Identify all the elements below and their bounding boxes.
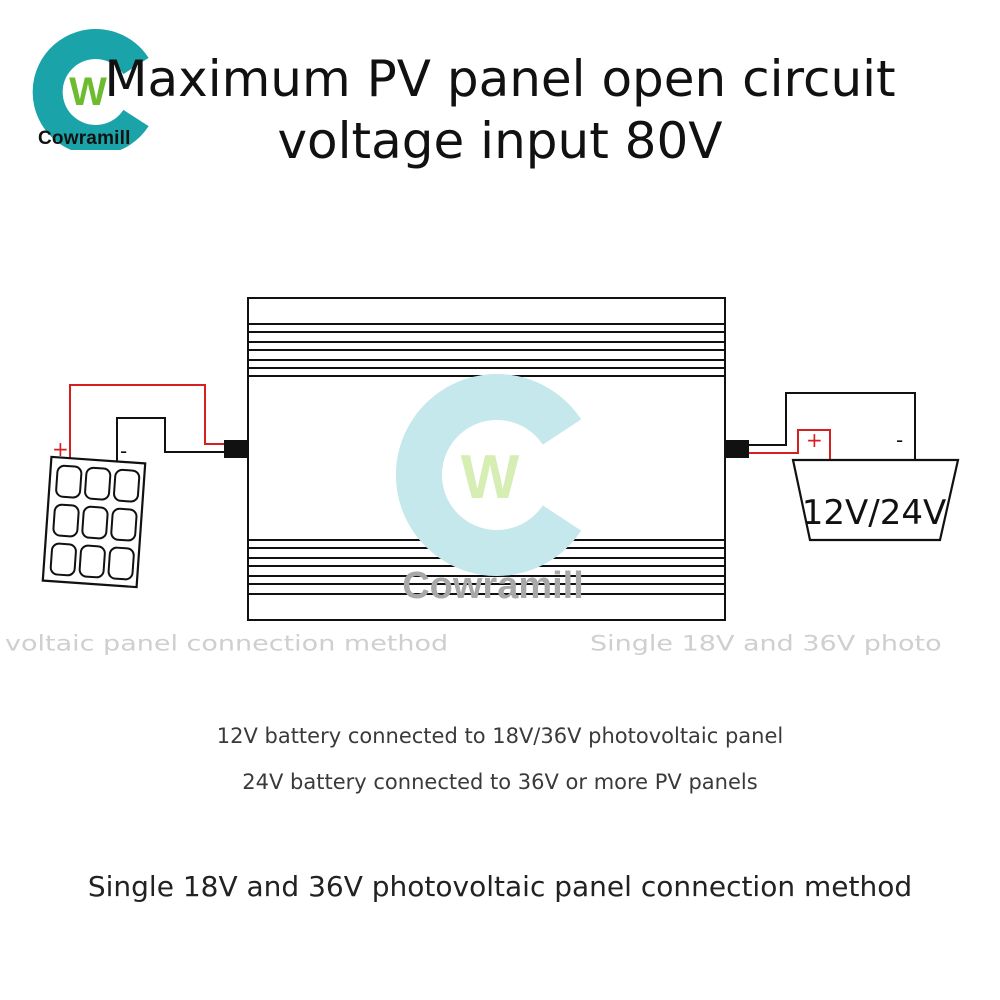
pv-positive-wire [69, 384, 224, 462]
brand-logo: W [32, 29, 149, 150]
connection-method-caption: Single 18V and 36V photovoltaic panel co… [87, 870, 913, 903]
note-24v: 24V battery connected to 36V or more PV … [242, 770, 758, 794]
logo-monogram: W [69, 70, 107, 114]
pv-input-connector [224, 440, 248, 458]
battery-positive-wire [749, 429, 831, 460]
note-12v: 12V battery connected to 18V/36V photovo… [216, 724, 784, 748]
watermark-logo: W [396, 374, 582, 576]
title-line-2: voltage input 80V [277, 112, 723, 170]
title-line-1: Maximum PV panel open circuit [104, 50, 896, 108]
panel-negative-label: - [120, 439, 127, 463]
wiring-diagram: + - + - 12V/24V W Cowramill [41, 297, 960, 621]
pv-negative-wire [116, 417, 224, 462]
battery-negative-wire [749, 392, 916, 460]
battery-negative-label: - [896, 428, 903, 452]
logo-ring [32, 29, 149, 150]
panel-positive-label: + [52, 437, 69, 461]
page-title: Maximum PV panel open circuit voltage in… [100, 48, 900, 172]
battery-output-connector [725, 440, 749, 458]
logo-brand-name: Cowramill [38, 128, 131, 149]
ghost-text-right: Single 18V and 36V photo [590, 631, 942, 656]
battery-icon [791, 458, 960, 542]
svg-text:W: W [461, 443, 520, 512]
ghost-text-left: voltaic panel connection method [5, 631, 449, 656]
battery-positive-label: + [806, 428, 823, 452]
solar-panel-icon [41, 455, 147, 589]
watermark-text: Cowramill [402, 565, 584, 607]
battery-voltage-label: 12V/24V [802, 493, 947, 533]
